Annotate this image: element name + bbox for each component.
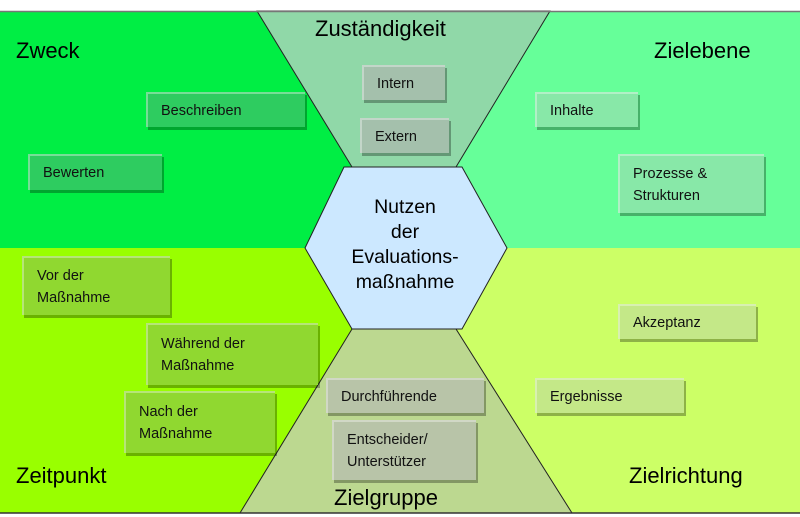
item-prozesse-strukturen: Prozesse & Strukturen [618,154,764,213]
item-inhalte: Inhalte [535,92,638,127]
item-vor-der-massnahme: Vor der Maßnahme [22,256,170,315]
item-durchfuehrende: Durchführende [326,378,484,413]
center-label: Nutzen der Evaluations- maßnahme [351,196,459,293]
zustaendigkeit-title: Zuständigkeit [315,16,446,41]
zielgruppe-title: Zielgruppe [334,485,438,510]
item-waehrend-der-massnahme: Während der Maßnahme [146,323,318,385]
item-extern: Extern [360,118,449,153]
item-beschreiben: Beschreiben [146,92,305,127]
zielebene-title: Zielebene [654,38,751,63]
item-bewerten: Bewerten [28,154,162,190]
zeitpunkt-title: Zeitpunkt [16,463,107,488]
item-entscheider-unterstuetzer: Entscheider/ Unterstützer [332,420,476,480]
item-akzeptanz: Akzeptanz [618,304,756,339]
zweck-title: Zweck [16,38,80,63]
center-hexagon [304,166,508,330]
zielrichtung-title: Zielrichtung [629,463,743,488]
item-ergebnisse: Ergebnisse [535,378,684,413]
item-intern: Intern [362,65,445,100]
item-nach-der-massnahme: Nach der Maßnahme [124,391,275,453]
